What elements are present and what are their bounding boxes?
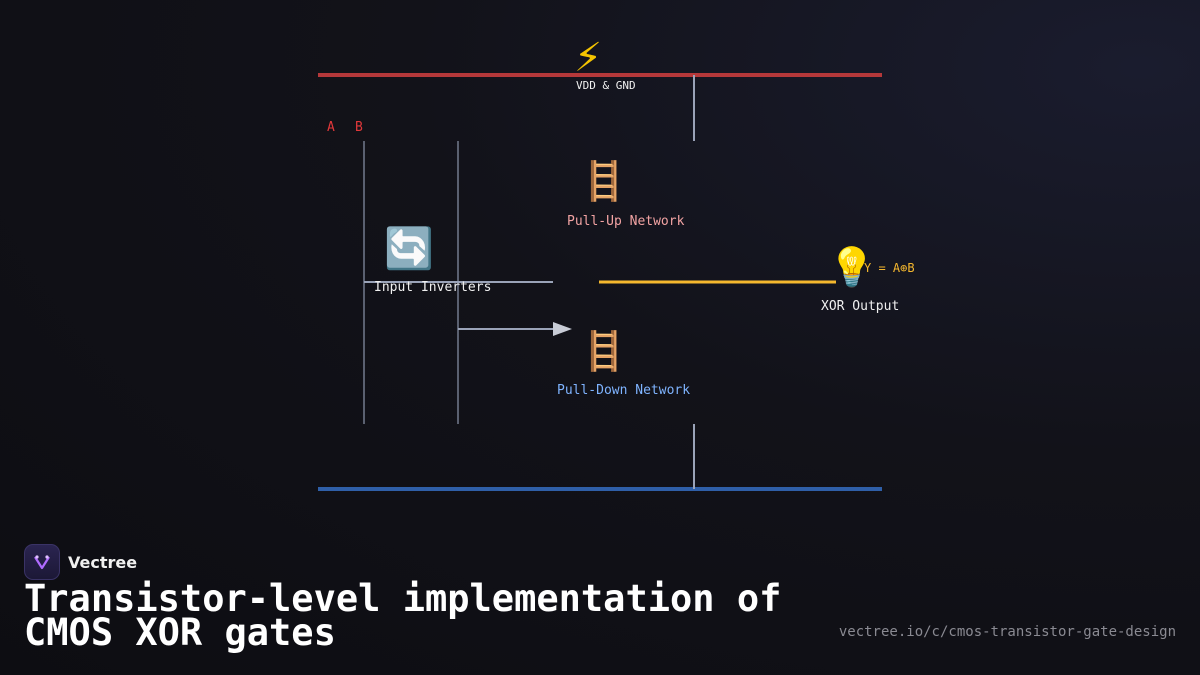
inverters-label: Input Inverters [374, 280, 492, 295]
brand: Vectree [24, 544, 137, 580]
lightning-icon: ⚡ [574, 35, 603, 81]
pull-down-label: Pull-Down Network [557, 383, 691, 398]
pull-up-label: Pull-Up Network [567, 214, 685, 229]
input-a-label: A [327, 120, 335, 135]
vectree-logo-icon [24, 544, 60, 580]
ladder-icon: 🪜 [580, 329, 628, 373]
arrows-cycle-icon: 🔄 [384, 226, 434, 272]
light-bulb-icon: 💡 [828, 245, 876, 289]
page-title: Transistor-level implementation of CMOS … [24, 577, 782, 654]
output-formula: Y = A⊕B [864, 261, 915, 275]
input-b-label: B [355, 120, 363, 135]
supply-label: VDD & GND [576, 79, 636, 92]
ladder-icon: 🪜 [580, 159, 628, 203]
arrow-head [553, 322, 572, 336]
output-label: XOR Output [821, 299, 900, 314]
source-url[interactable]: vectree.io/c/cmos-transistor-gate-design [838, 624, 1176, 640]
brand-name: Vectree [68, 552, 138, 572]
